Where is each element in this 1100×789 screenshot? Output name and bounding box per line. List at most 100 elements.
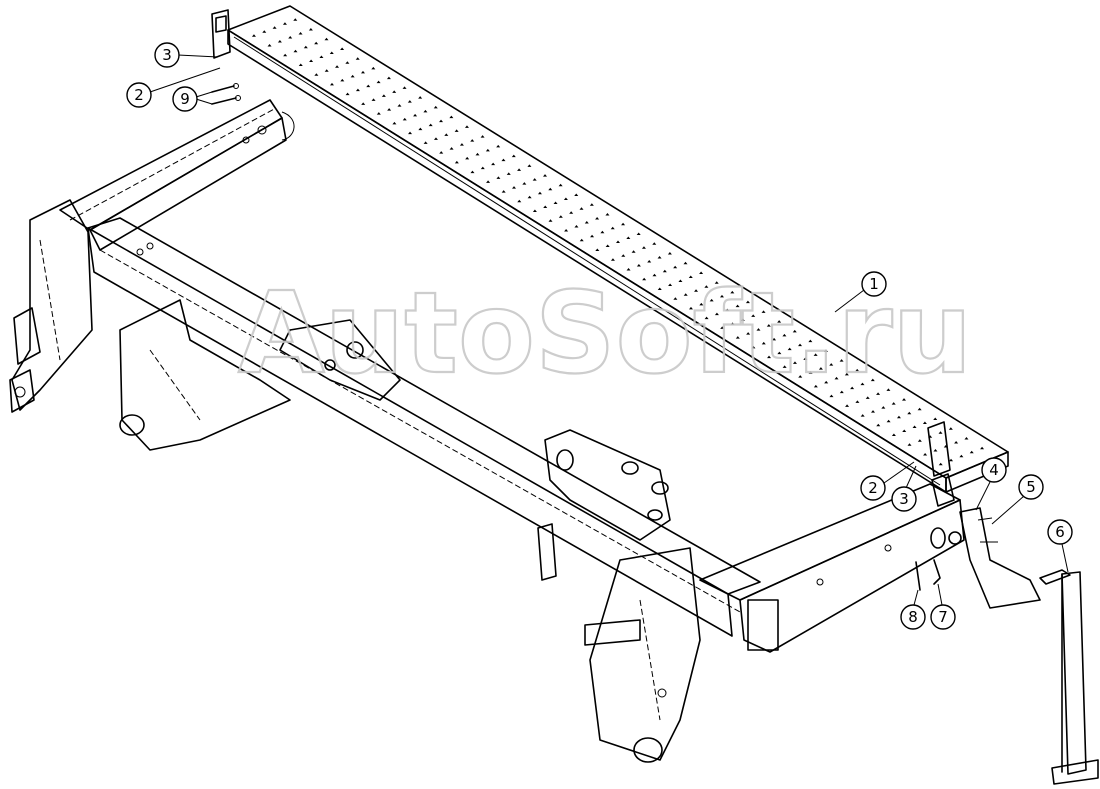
- platform-hole: [355, 88, 360, 92]
- callout-circle-1: [861, 271, 887, 297]
- platform-hole: [730, 322, 735, 325]
- center-bracket: [279, 319, 401, 401]
- platform-hole: [694, 289, 699, 292]
- platform-hole: [652, 242, 657, 245]
- platform-hole: [714, 312, 719, 316]
- platform-hole: [345, 92, 350, 96]
- platform-hole: [902, 429, 907, 433]
- platform-hole: [824, 380, 829, 384]
- platform-hole: [262, 30, 267, 33]
- platform-holes: [251, 18, 985, 466]
- platform-hole: [298, 31, 303, 35]
- platform-hole: [891, 433, 896, 437]
- platform-hole: [511, 154, 516, 158]
- platform-hole: [782, 365, 787, 368]
- platform-hole: [605, 213, 610, 216]
- platform-hole: [740, 318, 745, 321]
- platform-hole: [610, 226, 615, 230]
- callout-label-4: 4: [989, 461, 999, 479]
- platform-hole: [345, 61, 350, 64]
- platform-hole: [402, 86, 407, 89]
- platform-hole: [610, 258, 615, 261]
- platform-hole: [407, 100, 412, 103]
- platform-hole: [439, 119, 444, 123]
- platform-hole: [933, 449, 938, 452]
- platform-hole: [465, 156, 470, 160]
- platform-hole: [392, 121, 397, 125]
- platform-hole: [480, 135, 485, 138]
- left-mount: [9, 199, 93, 413]
- watermark: AutoSoft.ru: [238, 269, 972, 399]
- platform-hole: [522, 182, 527, 185]
- platform-hole: [657, 287, 662, 290]
- platform-hole: [699, 271, 704, 274]
- platform-hole: [688, 306, 693, 310]
- platform-hole: [813, 353, 818, 356]
- platform-hole: [626, 267, 631, 271]
- platform-hole: [288, 35, 293, 39]
- platform-hole: [512, 186, 517, 189]
- platform-hole: [329, 82, 334, 86]
- platform-hole: [714, 281, 719, 284]
- platform-hole: [309, 59, 314, 62]
- platform-hole: [746, 332, 751, 335]
- platform-hole: [548, 219, 553, 222]
- callout-label-3-bottom: 3: [899, 490, 909, 508]
- platform-hole: [959, 454, 964, 458]
- platform-hole: [314, 73, 319, 76]
- platform-hole: [777, 351, 782, 355]
- platform-hole: [616, 240, 620, 243]
- platform-hole: [408, 131, 413, 135]
- platform-hole: [751, 314, 756, 317]
- platform-hole: [907, 443, 912, 446]
- platform-hole: [277, 39, 282, 43]
- platform-hole: [423, 109, 428, 113]
- platform-hole: [839, 390, 844, 394]
- pin-parts: [915, 559, 941, 591]
- callout-circle-2-bottom: [860, 475, 886, 501]
- platform-hole: [470, 139, 475, 142]
- platform-hole: [532, 178, 537, 181]
- fasteners-9: [211, 83, 241, 105]
- platform-hole: [496, 144, 501, 148]
- callout-label-1: 1: [869, 275, 879, 293]
- platform-hole: [558, 215, 563, 218]
- platform-hole: [543, 174, 548, 177]
- platform-hole: [777, 320, 782, 323]
- platform-hole: [360, 70, 365, 74]
- platform-hole: [871, 410, 876, 413]
- platform-hole: [673, 265, 678, 269]
- platform-hole: [829, 394, 834, 398]
- platform-hole: [767, 355, 772, 359]
- callout-circle-8: [900, 604, 926, 630]
- platform-bracket-right: [927, 421, 955, 507]
- platform-hole: [949, 458, 954, 462]
- platform-hole: [496, 176, 501, 179]
- platform-hole: [631, 250, 636, 253]
- platform-hole: [652, 273, 657, 277]
- platform-hole: [860, 414, 865, 417]
- platform-hole: [829, 363, 834, 366]
- platform-hole: [548, 187, 553, 191]
- platform-hole: [683, 261, 688, 265]
- platform-hole: [418, 127, 423, 131]
- platform-hole: [923, 453, 928, 456]
- platform-hole: [324, 69, 329, 72]
- platform-hole: [517, 199, 522, 203]
- platform-hole: [699, 302, 704, 306]
- platform-hole: [439, 151, 444, 154]
- platform-hole: [397, 104, 402, 107]
- platform-hole: [303, 45, 308, 49]
- platform-hole: [865, 396, 870, 399]
- platform-hole: [678, 279, 683, 282]
- callout-label-6: 6: [1055, 523, 1065, 541]
- platform-hole: [423, 141, 428, 144]
- callout-circle-3-top: [154, 42, 180, 68]
- callout-circle-7: [930, 604, 956, 630]
- right-hitch-column: [584, 547, 701, 763]
- callout-label-3-top: 3: [162, 46, 172, 64]
- platform-hole: [298, 63, 303, 66]
- platform-hole: [720, 326, 725, 329]
- platform-hole: [329, 51, 334, 54]
- middle-bracket-cluster: [537, 429, 671, 581]
